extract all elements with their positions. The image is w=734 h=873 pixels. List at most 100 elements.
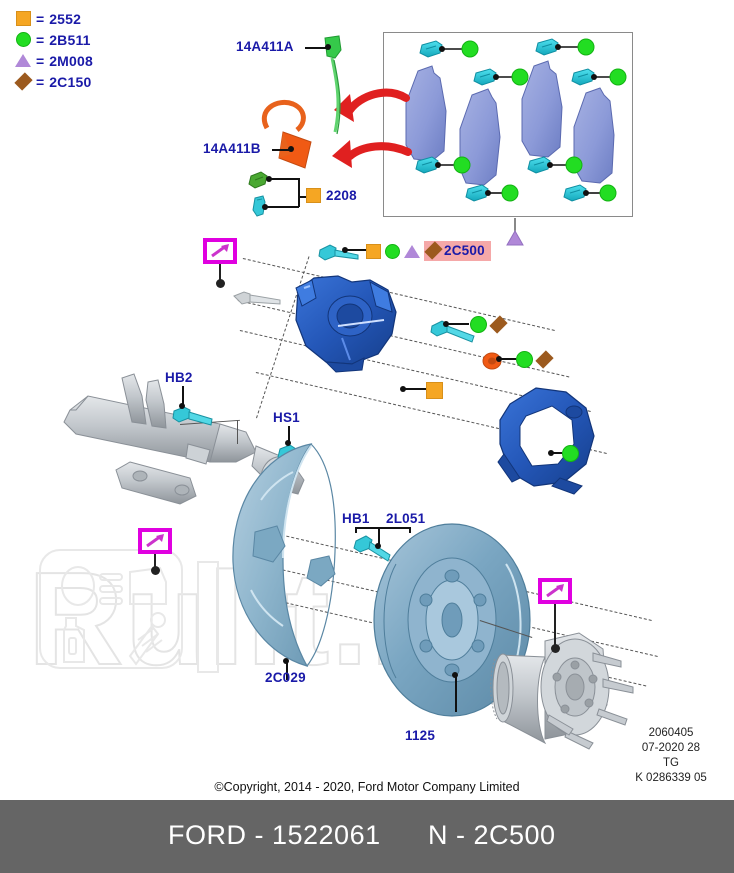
legend-item: = 2C150	[13, 71, 184, 92]
label-14a411b-text: 14A411B	[203, 141, 261, 156]
bleed-screw-group	[245, 170, 285, 220]
leader-dot	[342, 247, 348, 253]
brake-pad-inset-box	[383, 32, 633, 217]
leader-hb1-stem	[378, 527, 380, 545]
guide-pin-gray	[232, 282, 286, 312]
diamond-marker	[424, 241, 443, 260]
label-hs1: HS1	[273, 409, 300, 427]
circle-marker	[453, 156, 471, 174]
meta-line-3: TG	[663, 757, 679, 769]
label-hb1-text: HB1	[342, 511, 370, 526]
pad-clip-group	[415, 38, 627, 202]
label-1125: 1125	[405, 727, 435, 745]
square-marker	[366, 243, 381, 259]
circle-marker	[385, 243, 400, 259]
label-2l051-text: 2L051	[386, 511, 426, 526]
leader-dot	[496, 356, 502, 362]
label-hb1: HB1	[342, 510, 370, 528]
label-2c029: 2C029	[265, 669, 306, 687]
leader-2c500	[346, 249, 366, 251]
watermark-icon-panel	[38, 548, 219, 673]
label-hb2: HB2	[165, 369, 193, 387]
pad-clip	[527, 156, 551, 174]
triangle-marker	[404, 244, 420, 258]
leader-dot	[325, 44, 331, 50]
brake-pad-inset-graphic	[405, 38, 627, 202]
brake-caliper-body	[292, 272, 472, 402]
leader-dot	[400, 386, 406, 392]
pad-clip	[473, 68, 497, 86]
pad-clip	[415, 156, 439, 174]
leader-hs1	[288, 426, 290, 442]
label-14a411b: 14A411B	[203, 140, 261, 158]
inset-triangle-marker	[500, 218, 530, 246]
wear-sensor-orange	[253, 98, 333, 176]
symbol-legend: = 2552 = 2B511 = 2M008 = 2C150	[13, 8, 184, 92]
label-2c500-highlight: 2C500	[424, 241, 491, 261]
circle-marker	[501, 184, 519, 202]
legend-equals: =	[36, 52, 45, 69]
meta-line-4: K 0286339 05	[635, 772, 707, 784]
square-marker	[306, 188, 321, 203]
label-2c029-text: 2C029	[265, 670, 306, 685]
leader-2208-bracket	[298, 178, 300, 207]
pad-clip	[419, 40, 443, 58]
leader-bushing-markers	[500, 358, 516, 360]
leader-hb1-tick	[355, 527, 357, 533]
triangle-icon	[14, 54, 32, 67]
label-2208: 2208	[306, 188, 357, 203]
brake-rotor	[368, 520, 553, 720]
label-2208-text: 2208	[326, 188, 357, 203]
legend-item: = 2552	[14, 8, 184, 29]
caliper-square-marker	[426, 382, 443, 399]
leader-bracket-marker	[552, 452, 562, 454]
zoom-box-icon	[138, 528, 172, 554]
legend-code: 2B511	[49, 31, 91, 48]
leader-2208-top	[269, 178, 299, 180]
leader-1125	[455, 676, 457, 712]
leader-dot	[548, 450, 554, 456]
transfer-arrows	[320, 80, 412, 170]
pad-clip	[563, 184, 587, 202]
legend-item: = 2M008	[14, 50, 184, 71]
legend-equals: =	[36, 73, 45, 90]
diagram-metadata: 2060405 07-2020 28 TG K 0286339 05	[616, 726, 726, 786]
leader-2l051-tick	[409, 527, 411, 533]
circle-marker	[577, 38, 595, 56]
circle-marker	[599, 184, 617, 202]
circle-marker	[516, 351, 533, 368]
leader-dot	[179, 403, 185, 409]
circle-marker	[565, 156, 583, 174]
caliper-bracket	[490, 382, 610, 497]
bushing-marker-pair	[516, 350, 554, 369]
legend-code: 2C150	[49, 73, 92, 90]
label-1125-text: 1125	[405, 728, 436, 743]
label-2l051: 2L051	[386, 510, 425, 528]
pad-clip	[465, 184, 489, 202]
legend-code: 2552	[49, 10, 82, 27]
leader-dot	[283, 658, 289, 664]
circle-marker	[470, 316, 487, 333]
leader-14a411a	[305, 47, 329, 49]
leader-dot	[288, 146, 294, 152]
leader-dot	[375, 543, 381, 549]
legend-code: 2M008	[49, 52, 93, 69]
leader-dot	[285, 440, 291, 446]
zoom-box-icon	[538, 578, 572, 604]
square-icon	[14, 11, 32, 26]
leader-2208-bottom	[265, 206, 299, 208]
leader-caliper-square	[404, 388, 426, 390]
leader-14a411b	[272, 149, 292, 151]
diamond-marker	[535, 350, 554, 369]
wheel-hub-assembly	[487, 615, 637, 760]
label-14a411a-text: 14A411A	[236, 39, 294, 54]
label-2c500-text: 2C500	[444, 243, 485, 258]
zoom-marker-3[interactable]	[138, 528, 172, 575]
leader-dot	[452, 672, 458, 678]
zoom-marker-1[interactable]	[203, 238, 237, 288]
brake-pad	[405, 60, 615, 186]
label-hb2-text: HB2	[165, 370, 193, 385]
zoom-marker-2[interactable]	[538, 578, 572, 653]
zoom-box-icon	[203, 238, 237, 264]
